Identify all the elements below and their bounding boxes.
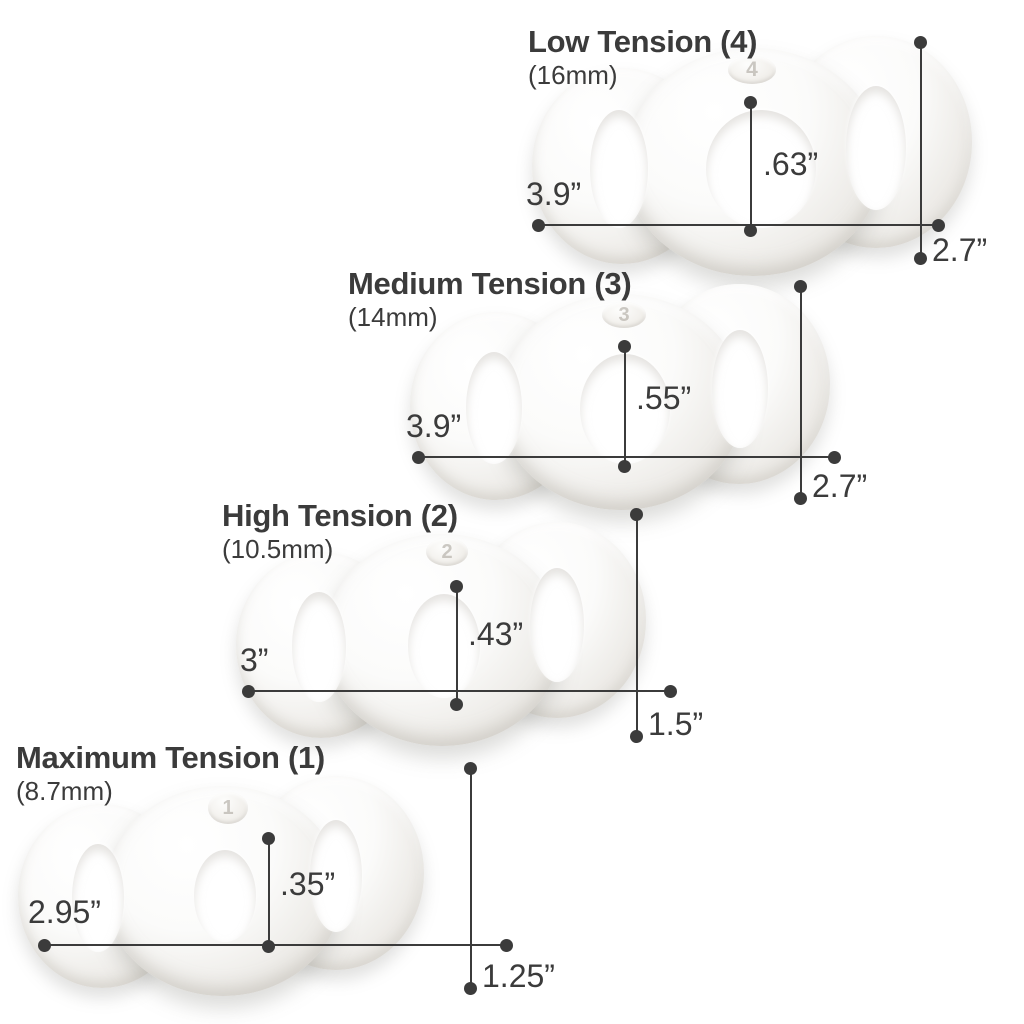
ring-illustration-2: 2 [222, 500, 692, 748]
inner-diameter-value: .35” [280, 866, 336, 902]
product-title: High Tension (2) [222, 498, 458, 533]
height-dimension-line [800, 286, 802, 498]
product-thickness: (8.7mm) [16, 775, 113, 806]
height-dot-top [630, 508, 643, 521]
product-high-tension-2: 2 High Tension (2) (10.5mm) 3” 1.5” .43” [222, 498, 703, 748]
embossed-number-3: 3 [602, 302, 646, 328]
product-thickness: (10.5mm) [222, 533, 334, 564]
label-block-2: High Tension (2) (10.5mm) [222, 498, 458, 564]
ring-illustration-4: 4 [528, 28, 1024, 278]
left-slot-hole [590, 110, 648, 228]
height-value: 2.7” [932, 232, 988, 268]
center-hole [408, 594, 480, 698]
width-dimension-line [248, 690, 672, 692]
product-medium-tension-3: 3 Medium Tension (3) (14mm) 3.9” 2.7” .5… [348, 266, 867, 510]
label-block-3: Medium Tension (3) (14mm) [348, 266, 632, 332]
label-block-4: Low Tension (4) (16mm) [528, 24, 758, 90]
right-slot-hole [530, 568, 584, 682]
height-dot-bottom [914, 252, 927, 265]
inner-diameter-dot-top [262, 832, 275, 845]
width-dot-right [500, 939, 513, 952]
width-dot-right [932, 219, 945, 232]
embossed-number-2: 2 [426, 538, 468, 566]
right-slot-hole [846, 86, 906, 210]
width-dot-left [38, 939, 51, 952]
inner-diameter-dot-top [618, 340, 631, 353]
left-slot-hole [72, 844, 124, 952]
product-thickness: (14mm) [348, 301, 438, 332]
product-title: Medium Tension (3) [348, 266, 632, 301]
width-value: 2.95” [28, 894, 101, 930]
inner-diameter-dot-bottom [618, 460, 631, 473]
width-dimension-line [418, 456, 838, 458]
right-slot-hole [310, 820, 362, 932]
inner-diameter-dot-bottom [450, 698, 463, 711]
width-dot-left [412, 451, 425, 464]
height-dot-bottom [464, 982, 477, 995]
embossed-number-1: 1 [208, 792, 248, 824]
width-dimension-line [44, 944, 508, 946]
height-dot-top [464, 762, 477, 775]
inner-diameter-dot-top [450, 580, 463, 593]
inner-diameter-line [456, 586, 458, 704]
inner-diameter-dot-top [744, 96, 757, 109]
inner-diameter-line [750, 102, 752, 230]
height-dot-bottom [630, 730, 643, 743]
width-dot-left [242, 685, 255, 698]
right-slot-hole [712, 330, 768, 448]
product-low-tension-4: 4 Low Tension (4) (16mm) 3.9” 2.7” .63” [526, 24, 1024, 278]
product-title: Maximum Tension (1) [16, 740, 325, 775]
left-slot-hole [466, 352, 522, 464]
product-thickness: (16mm) [528, 59, 618, 90]
inner-diameter-value: .63” [763, 146, 819, 182]
width-dimension-line [538, 224, 942, 226]
height-value: 1.25” [482, 958, 555, 994]
center-hole [706, 110, 816, 228]
width-value: 3” [240, 642, 269, 678]
height-dimension-line [920, 42, 922, 258]
inner-diameter-line [268, 838, 270, 946]
left-slot-hole [292, 592, 346, 702]
height-dot-bottom [794, 492, 807, 505]
inner-diameter-line [624, 346, 626, 466]
product-maximum-tension-1: 1 Maximum Tension (1) (8.7mm) 2.95” 1.25… [16, 740, 555, 1002]
height-dot-top [794, 280, 807, 293]
width-dot-left [532, 219, 545, 232]
inner-diameter-dot-bottom [262, 940, 275, 953]
label-block-1: Maximum Tension (1) (8.7mm) [16, 740, 325, 806]
ring-illustration-1: 1 [16, 742, 496, 1002]
inner-diameter-value: .55” [636, 380, 692, 416]
center-hole [194, 850, 256, 942]
width-value: 3.9” [406, 408, 462, 444]
width-value: 3.9” [526, 176, 582, 212]
height-value: 2.7” [812, 468, 868, 504]
width-dot-right [828, 451, 841, 464]
width-dot-right [664, 685, 677, 698]
product-title: Low Tension (4) [528, 24, 758, 59]
height-value: 1.5” [648, 706, 704, 742]
inner-diameter-value: .43” [468, 616, 524, 652]
embossed-number-4: 4 [728, 56, 776, 84]
inner-diameter-dot-bottom [744, 224, 757, 237]
height-dimension-line [636, 514, 638, 736]
height-dimension-line [470, 768, 472, 988]
height-dot-top [914, 36, 927, 49]
